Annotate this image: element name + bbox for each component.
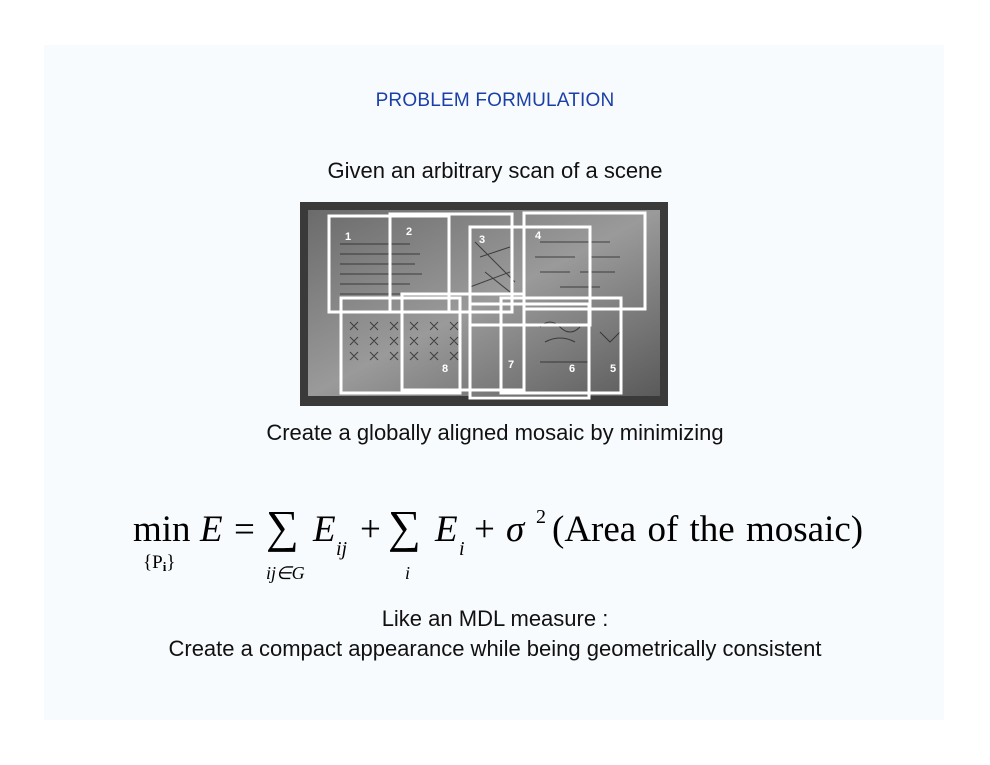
- frame-label-3: 3: [479, 234, 485, 246]
- formula-min-sub-close: }: [166, 552, 176, 573]
- formula-min-subscript: {Pi}: [143, 552, 175, 575]
- formula-square: 2: [536, 506, 546, 528]
- objective-formula: min E = ∑ E ij + ∑ E i + σ 2 (Area of th…: [0, 498, 990, 598]
- caption-create-mosaic: Create a globally aligned mosaic by mini…: [266, 420, 724, 445]
- formula-area-of-mosaic: (Area of the mosaic): [552, 509, 864, 550]
- whiteboard-scan-image: 1 2 3 4 5 6 7 8: [300, 202, 668, 406]
- formula-sum-2: ∑: [388, 501, 421, 552]
- formula-sum-1-subscript: ij∈G: [266, 563, 305, 583]
- frame-label-2: 2: [406, 226, 412, 238]
- frame-label-5: 5: [610, 363, 616, 375]
- frame-label-7: 7: [508, 359, 514, 371]
- frame-label-4: 4: [535, 230, 542, 242]
- formula-ij-subscript: ij: [336, 538, 348, 560]
- frame-rectangles: [327, 211, 647, 400]
- formula-min-sub-open: {P: [143, 552, 163, 573]
- formula-i-subscript: i: [459, 538, 465, 560]
- slide-title: PROBLEM FORMULATION: [375, 90, 615, 111]
- formula-plus-2: +: [474, 509, 495, 550]
- caption-mdl-measure: Like an MDL measure :: [381, 606, 609, 631]
- formula-min-sub-i: i: [162, 559, 167, 574]
- caption-given-scan: Given an arbitrary scan of a scene: [327, 158, 663, 183]
- frame-label-6: 6: [569, 363, 575, 375]
- frame-label-8: 8: [442, 363, 448, 375]
- formula-E: E: [200, 509, 223, 550]
- formula-sigma: σ: [506, 509, 525, 550]
- formula-equals: =: [234, 509, 255, 550]
- formula-sum-2-subscript: i: [405, 563, 411, 583]
- formula-plus-1: +: [360, 509, 381, 550]
- formula-sum-1: ∑: [266, 501, 299, 552]
- formula-Eij: E: [313, 509, 336, 550]
- caption-compact-appearance: Create a compact appearance while being …: [168, 636, 822, 661]
- whiteboard-writing: [340, 241, 621, 363]
- formula-Ei: E: [435, 509, 458, 550]
- frame-label-1: 1: [345, 231, 351, 243]
- formula-min: min: [133, 509, 191, 550]
